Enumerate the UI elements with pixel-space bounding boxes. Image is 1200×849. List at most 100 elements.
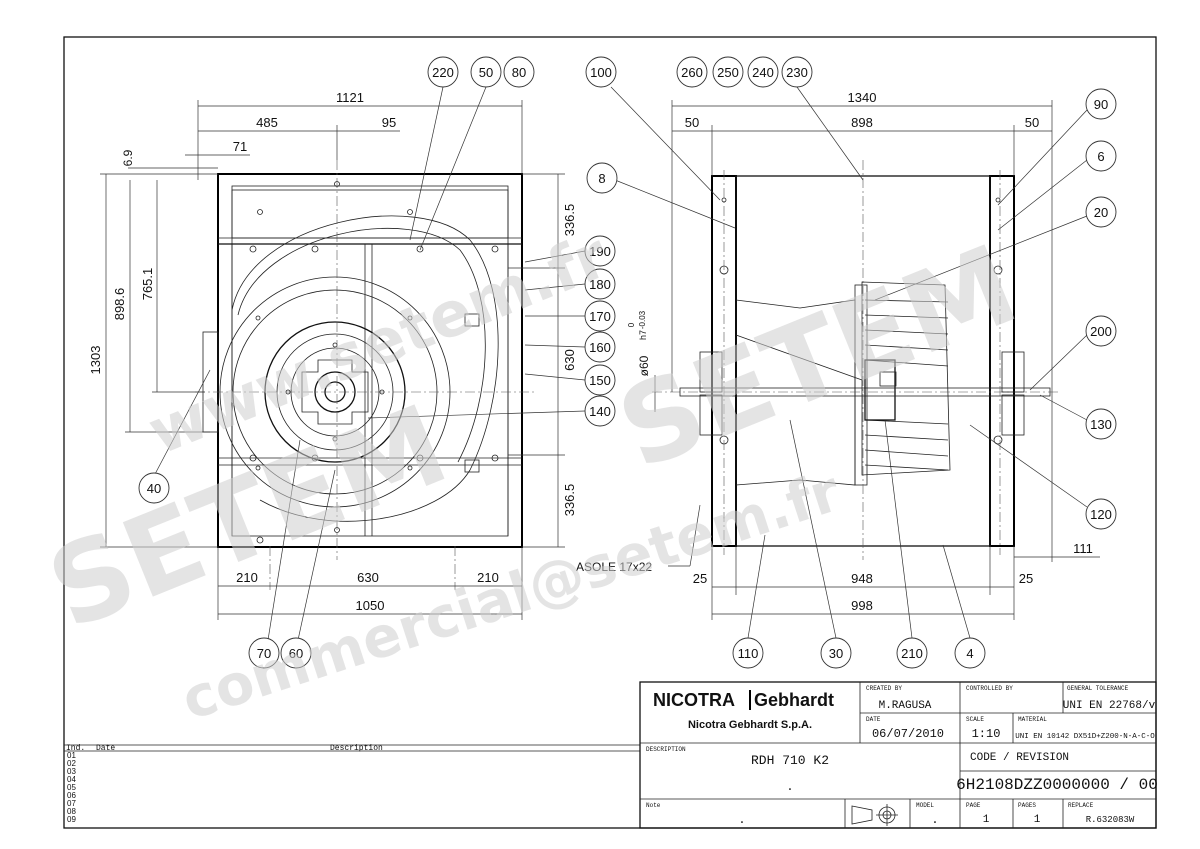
dim-1340: 1340 — [848, 90, 877, 105]
note-asole: ASOLE 17x22 — [576, 560, 652, 574]
watermarks: www.setem.fr SETEM SETEM commercial@sete… — [32, 218, 1034, 733]
balloon-240: 240 — [752, 65, 774, 80]
balloon-160: 160 — [589, 340, 611, 355]
side-view — [652, 160, 1060, 560]
dim-210-left: 210 — [236, 570, 258, 585]
balloon-60: 60 — [289, 646, 303, 661]
balloon-230: 230 — [786, 65, 808, 80]
scale-value: 1:10 — [972, 727, 1001, 741]
balloon-90: 90 — [1094, 97, 1108, 112]
front-view — [195, 160, 535, 590]
front-view-balloons: 220 50 80 40 70 60 190 180 170 160 150 1… — [138, 56, 616, 669]
dim-630-bottom: 630 — [357, 570, 379, 585]
model-value: . — [931, 813, 938, 827]
pages-label: PAGES — [1018, 802, 1036, 809]
note-label: Note — [646, 802, 661, 809]
description-label: DESCRIPTION — [646, 746, 686, 753]
code-revision-label: CODE / REVISION — [970, 752, 1069, 764]
balloon-180: 180 — [589, 277, 611, 292]
replace-value: R.632083W — [1086, 815, 1135, 825]
rev-row-05: 05 — [67, 783, 76, 792]
dim-765-1: 765.1 — [140, 268, 155, 301]
balloon-80: 80 — [512, 65, 526, 80]
dim-1050: 1050 — [356, 598, 385, 613]
balloon-210: 210 — [901, 646, 923, 661]
balloon-250: 250 — [717, 65, 739, 80]
balloon-8: 8 — [598, 171, 605, 186]
rev-row-08: 08 — [67, 807, 76, 816]
rev-row-07: 07 — [67, 799, 76, 808]
balloon-260: 260 — [681, 65, 703, 80]
balloon-6: 6 — [1097, 149, 1104, 164]
page-label: PAGE — [966, 802, 981, 809]
balloon-190: 190 — [589, 244, 611, 259]
dim-shaft-tol-sub: -0.03 — [638, 310, 647, 329]
dim-shaft-dia: ø60 — [637, 355, 651, 376]
dim-71: 71 — [233, 139, 247, 154]
pages-value: 1 — [1034, 814, 1041, 826]
balloon-140: 140 — [589, 404, 611, 419]
created-by-label: CREATED BY — [866, 685, 902, 692]
rev-row-02: 02 — [67, 759, 76, 768]
company-logo-nicotra: NICOTRA — [653, 690, 735, 710]
replace-label: REPLACE — [1068, 802, 1094, 809]
rev-row-03: 03 — [67, 767, 76, 776]
balloon-20: 20 — [1094, 205, 1108, 220]
rev-header-description: Description — [330, 744, 383, 753]
dim-50-left: 50 — [685, 115, 699, 130]
general-tolerance-value: UNI EN 22768/v — [1063, 700, 1156, 712]
dim-111: 111 — [1073, 541, 1093, 556]
sheet-border — [63, 36, 1157, 829]
dim-25-right: 25 — [1019, 571, 1033, 586]
date-label: DATE — [866, 716, 881, 723]
dim-shaft-fit: h7 — [638, 330, 648, 340]
balloon-30: 30 — [829, 646, 843, 661]
dim-336-5-bottom: 336.5 — [562, 484, 577, 517]
description-value-2: . — [786, 780, 793, 794]
description-value: RDH 710 K2 — [751, 753, 829, 768]
dim-998: 998 — [851, 598, 873, 613]
balloon-150: 150 — [589, 373, 611, 388]
balloon-130: 130 — [1090, 417, 1112, 432]
company-name: Nicotra Gebhardt S.p.A. — [688, 719, 812, 731]
dim-1303: 1303 — [88, 346, 103, 375]
rev-row-06: 06 — [67, 791, 76, 800]
watermark-setem-2: SETEM — [602, 220, 1034, 494]
dim-948: 948 — [851, 571, 873, 586]
rev-row-01: 01 — [67, 751, 76, 760]
dim-336-5-top: 336.5 — [562, 204, 577, 237]
balloon-170: 170 — [589, 309, 611, 324]
general-tolerance-label: GENERAL TOLERANCE — [1067, 685, 1129, 692]
title-block: NICOTRA Gebhardt Nicotra Gebhardt S.p.A.… — [639, 681, 1158, 829]
dim-898-6: 898.6 — [112, 288, 127, 321]
side-view-balloons: 100 260 250 240 230 90 6 8 20 200 130 12… — [585, 56, 1117, 669]
note-value: . — [738, 813, 745, 827]
balloon-110: 110 — [738, 646, 759, 661]
dim-shaft-tol-sup: 0 — [627, 322, 636, 327]
balloon-70: 70 — [257, 646, 271, 661]
balloon-120: 120 — [1090, 507, 1112, 522]
material-value: UNI EN 10142 DX51D+Z200-N-A-C-O — [1015, 733, 1155, 741]
controlled-by-label: CONTROLLED BY — [966, 685, 1013, 692]
dim-485: 485 — [256, 115, 278, 130]
page-value: 1 — [983, 814, 990, 826]
dim-6-9: 6.9 — [121, 149, 135, 166]
front-view-dimensions: 1121 485 95 71 6.9 1303 898.6 765.1 336.… — [88, 90, 701, 620]
code-revision-value: 6H2108DZZ0000000 / 00 — [956, 776, 1158, 794]
rev-row-04: 04 — [67, 775, 76, 784]
created-by-value: M.RAGUSA — [879, 700, 932, 712]
balloon-220: 220 — [432, 65, 454, 80]
balloon-40: 40 — [147, 481, 161, 496]
balloon-100: 100 — [590, 65, 612, 80]
scale-label: SCALE — [966, 716, 984, 723]
revision-table: Ind. Date Description 01 02 03 04 05 06 … — [64, 744, 640, 824]
dim-210-right: 210 — [477, 570, 499, 585]
rev-header-date: Date — [96, 744, 115, 753]
dim-898: 898 — [851, 115, 873, 130]
dim-50-right: 50 — [1025, 115, 1039, 130]
dim-1121: 1121 — [336, 90, 364, 105]
dim-630-right: 630 — [562, 349, 577, 371]
company-logo-gebhardt: Gebhardt — [754, 690, 834, 710]
impeller-blades — [861, 281, 951, 476]
